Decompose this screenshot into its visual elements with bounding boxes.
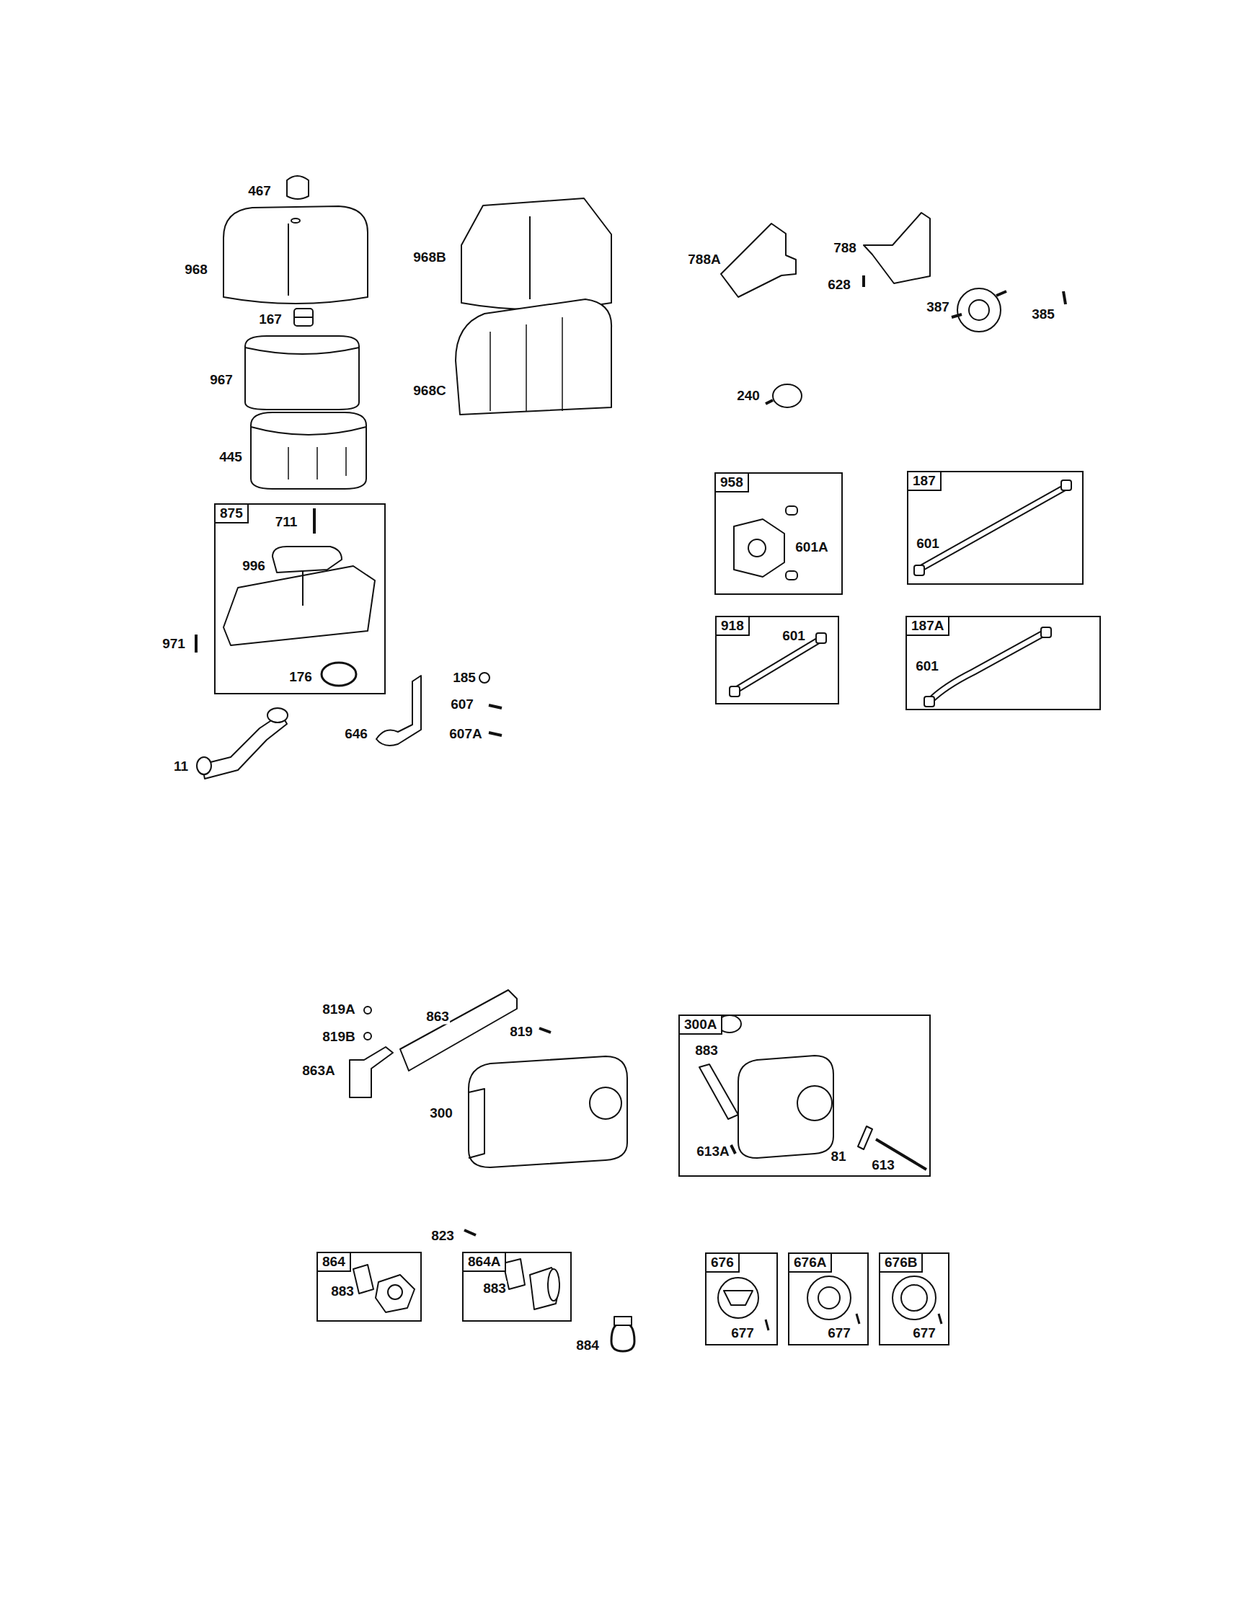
callout-number: 185 (452, 670, 477, 686)
group-number: 918 (716, 617, 750, 636)
group-number: 864 (317, 1252, 352, 1272)
callout-number: 385 (1030, 307, 1056, 323)
callout-number: 883 (482, 1281, 507, 1297)
callout-number: 883 (330, 1283, 355, 1300)
callout-number: 176 (288, 669, 313, 685)
group-number: 875 (215, 504, 249, 524)
callout-number: 967 (209, 372, 234, 388)
callout-number: 968 (183, 262, 209, 278)
callout-number: 240 (736, 388, 761, 404)
group-number: 187 (908, 472, 942, 491)
callout-number: 300 (428, 1105, 454, 1122)
group-frame: 958 601A (714, 472, 843, 595)
callout-number: 607A (448, 726, 483, 742)
callout-number: 883 (694, 1043, 719, 1059)
callout-number: 788A (687, 252, 721, 268)
group-frame: 864 883 (316, 1251, 422, 1322)
callout-number: 863A (301, 1063, 336, 1079)
callout-number: 884 (575, 1338, 600, 1354)
callout-number: 677 (730, 1325, 755, 1341)
group-frame: 676 677 (705, 1252, 778, 1346)
callout-number: 11 (173, 759, 189, 775)
callout-number: 996 (241, 558, 267, 574)
callout-number: 677 (911, 1325, 937, 1341)
group-number: 300A (679, 1015, 723, 1035)
group-number: 864A (463, 1252, 507, 1272)
callout-number: 819 (508, 1024, 534, 1040)
group-number: 676B (880, 1253, 923, 1273)
group-frame: 676B 677 (878, 1252, 950, 1346)
callout-number: 968B (412, 250, 447, 266)
group-frame: 187 601 (906, 470, 1084, 585)
callout-number: 788 (832, 240, 858, 256)
callout-number: 601 (781, 628, 806, 644)
group-number: 187A (906, 617, 950, 636)
callout-number: 613 (870, 1157, 896, 1173)
callout-number: 711 (274, 514, 299, 530)
group-frame: 300A 883 613A 81 613 (678, 1014, 931, 1177)
group-number: 958 (715, 473, 750, 493)
callout-number: 823 (430, 1228, 455, 1244)
group-number: 676 (706, 1253, 740, 1273)
callout-number: 819B (321, 1029, 356, 1045)
callout-number: 601 (915, 536, 941, 552)
group-frame: 187A 601 (905, 615, 1101, 711)
callout-number: 971 (161, 636, 186, 652)
callout-number: 445 (218, 449, 243, 465)
group-frame: 875 711 996 176 (214, 503, 386, 695)
callout-number: 819A (321, 1002, 356, 1018)
group-number: 676A (789, 1253, 832, 1273)
callout-number: 607 (449, 697, 475, 713)
group-frame: 864A 883 (462, 1251, 572, 1322)
callout-number: 646 (343, 726, 369, 742)
callout-number: 167 (258, 312, 283, 328)
group-frame: 676A 677 (787, 1252, 869, 1346)
callout-number: 863 (425, 1009, 450, 1025)
callout-number: 601 (914, 658, 940, 675)
callout-number: 81 (829, 1149, 847, 1165)
callout-number: 467 (247, 183, 272, 199)
callout-number: 628 (826, 277, 852, 293)
callout-number: 677 (826, 1325, 852, 1341)
callout-number: 968C (412, 383, 447, 399)
group-frame: 918 601 (715, 615, 840, 705)
callout-number: 613A (695, 1144, 730, 1160)
callout-number: 387 (925, 299, 951, 316)
callout-number: 601A (794, 539, 829, 556)
